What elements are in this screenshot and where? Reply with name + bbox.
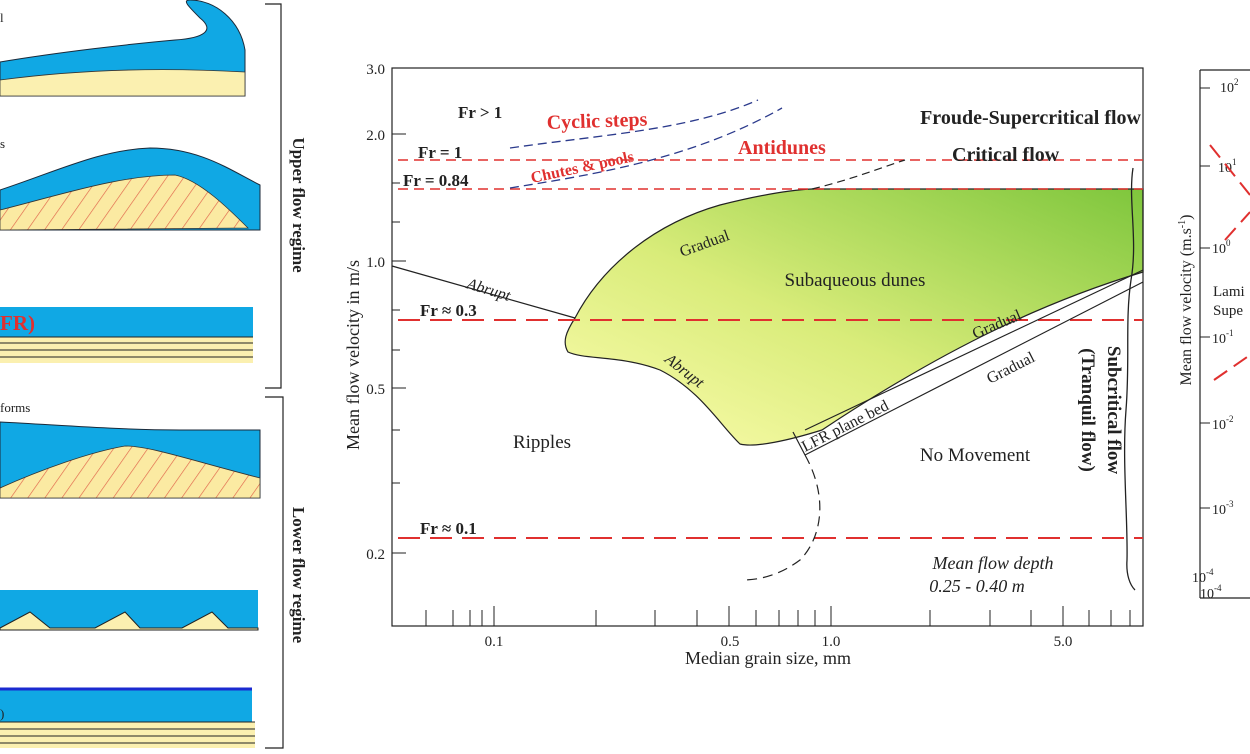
cyclic-steps-boundary — [509, 99, 759, 149]
plot-frame — [391, 67, 1144, 627]
right-red-line-1 — [1209, 144, 1250, 196]
x-tick-label-01: 0.1 — [485, 634, 504, 650]
x-tick-label-1: 1.0 — [822, 634, 841, 650]
right-fragment-super: Supe — [1213, 303, 1243, 319]
mean-depth-label-2: 0.25 - 0.40 m — [929, 576, 1025, 596]
right-y-axis-title: Mean flow velocity (m.s-1) — [1177, 215, 1195, 386]
right-tick-1em3: 10-3 — [1212, 499, 1234, 518]
dune-sketch — [0, 421, 261, 499]
fr-01-label: Fr ≈ 0.1 — [420, 519, 477, 538]
critical-dashed-boundary — [811, 159, 906, 190]
fragment-antidunes: s — [0, 136, 5, 151]
right-tick-1em4-y: 10-4 — [1192, 567, 1214, 586]
plane-bed-left-edge — [792, 431, 806, 456]
critical-flow-label: Critical flow — [952, 144, 1060, 166]
right-fragment-laminar: Lami — [1213, 284, 1245, 300]
subcritical-boundary — [1123, 167, 1136, 591]
ripple-dune-abrupt-line — [391, 265, 576, 319]
y-tick-label-3: 3.0 — [366, 62, 385, 78]
right-panel: 102 101 100 10-1 10-2 10-3 10-4 10-4 Mea… — [1177, 69, 1250, 602]
subaqueous-dunes-region — [564, 188, 1144, 446]
x-tick-label-05: 0.5 — [721, 634, 740, 650]
fr-084-label: Fr = 0.84 — [403, 171, 469, 190]
subcritical-flow-label: Subcritical flow — [1103, 346, 1124, 475]
antidunes-label: Antidunes — [738, 137, 826, 159]
no-movement-label: No Movement — [920, 445, 1031, 466]
fragment-bedforms: forms — [0, 400, 30, 415]
fr-gt-1-label: Fr > 1 — [458, 103, 502, 122]
ripple-sketch — [0, 590, 259, 631]
fr-03-label: Fr ≈ 0.3 — [420, 301, 477, 320]
x-tick-label-5: 5.0 — [1054, 634, 1073, 650]
fragment-ufr: FR) — [0, 311, 35, 335]
y-tick-label-1: 1.0 — [366, 255, 385, 271]
tranquil-flow-label: (Tranquil flow) — [1077, 348, 1098, 472]
ripple-threshold-boundary — [741, 454, 821, 581]
right-tick-1em1: 10-1 — [1212, 328, 1234, 347]
lower-regime-bracket — [265, 396, 284, 749]
y-tick-label-05: 0.5 — [366, 382, 385, 398]
y-tick-label-2: 2.0 — [366, 128, 385, 144]
fragment-lfr: ) — [0, 706, 4, 721]
right-tick-1e2: 102 — [1220, 77, 1239, 96]
lfr-plane-bed-sketch — [0, 687, 255, 748]
right-red-line-2 — [1224, 211, 1250, 241]
right-tick-1e0: 100 — [1212, 238, 1231, 257]
lower-regime-label: Lower flow regime — [289, 507, 308, 644]
y-tick-label-02: 0.2 — [366, 547, 385, 563]
x-ticks — [425, 606, 1131, 626]
cyclic-steps-label: Cyclic steps — [546, 108, 647, 134]
fr-1-label: Fr = 1 — [418, 143, 462, 162]
supercritical-flow-label: Froude-Supercritical flow — [920, 107, 1141, 129]
breaking-wave-sketch — [0, 0, 246, 97]
right-tick-1em2: 10-2 — [1212, 414, 1234, 433]
x-axis-title: Median grain size, mm — [685, 648, 851, 668]
y-axis-title: Mean flow velocity in m/s — [343, 260, 363, 450]
fragment-top: l — [0, 10, 4, 25]
chutes-pools-label: Chutes & pools — [529, 148, 635, 186]
chutes-pools-boundary — [509, 107, 783, 189]
right-tick-1e1: 101 — [1218, 157, 1237, 176]
gradual-plane-label: Gradual — [984, 349, 1038, 388]
plane-bed-upper-line — [804, 269, 1144, 431]
left-panel: l s FR) forms — [0, 0, 308, 749]
ufr-plane-bed-sketch — [0, 307, 253, 363]
mean-depth-label-1: Mean flow depth — [932, 553, 1054, 573]
upper-regime-bracket — [265, 3, 282, 389]
subaqueous-dunes-label: Subaqueous dunes — [785, 270, 926, 291]
upper-regime-label: Upper flow regime — [289, 137, 308, 273]
plane-bed-lower-line — [804, 281, 1144, 456]
ripples-label: Ripples — [513, 432, 571, 453]
antidune-sketch — [0, 147, 261, 231]
main-chart: 3.0 2.0 1.0 0.5 0.2 — [343, 62, 1144, 668]
right-red-line-3 — [1213, 354, 1250, 381]
right-tick-1em4-x: 10-4 — [1200, 583, 1222, 602]
y-ticks — [392, 67, 406, 554]
